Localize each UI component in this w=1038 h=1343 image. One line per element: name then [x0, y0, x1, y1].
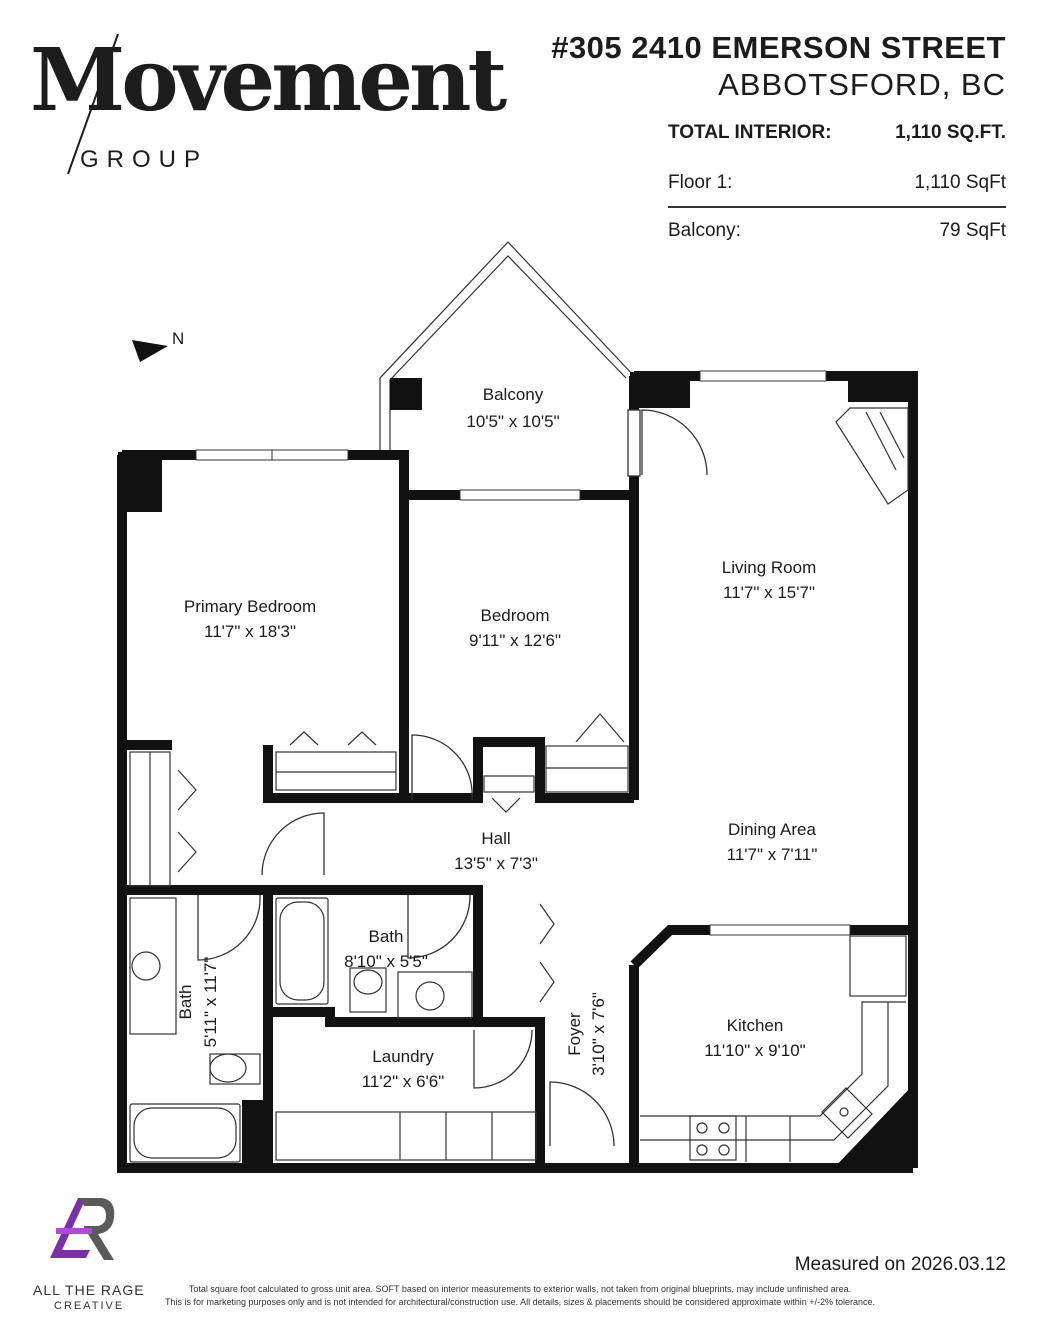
- room-laundry-dims: 11'2" x 6'6": [362, 1072, 445, 1091]
- room-dining-dims: 11'7" x 7'11": [727, 845, 818, 864]
- room-dining-name: Dining Area: [728, 820, 816, 839]
- room-bath-dims: 8'10" x 5'5": [344, 952, 428, 971]
- windows: [195, 370, 851, 936]
- room-hall-dims: 13'5" x 7'3": [454, 854, 538, 873]
- total-interior-label: TOTAL INTERIOR:: [668, 122, 832, 143]
- logo-slash: [67, 34, 119, 174]
- disclaimer-line-1: Total square foot calculated to gross un…: [188, 1284, 852, 1294]
- room-bedroom-name: Bedroom: [481, 606, 550, 625]
- compass: N: [132, 329, 184, 362]
- room-hall-name: Hall: [481, 829, 510, 848]
- room-laundry-name: Laundry: [372, 1047, 434, 1066]
- room-bath-name: Bath: [369, 927, 404, 946]
- room-living-dims: 11'7" x 15'7": [723, 583, 815, 602]
- room-bedroom-dims: 9'11" x 12'6": [469, 631, 561, 650]
- compass-arrow-icon: [132, 340, 168, 362]
- kitchen-counters: [640, 935, 907, 1162]
- creator-sub: CREATIVE: [54, 1300, 125, 1312]
- room-bath2-dims: 5'11" x 11'7": [201, 957, 220, 1048]
- summary-divider: [668, 206, 1006, 208]
- room-kitchen-dims: 11'10" x 9'10": [704, 1041, 805, 1060]
- doors: [197, 409, 708, 1147]
- address-line-2: ABBOTSFORD, BC: [718, 67, 1006, 102]
- brand-group: GROUP: [80, 146, 209, 173]
- total-interior-row: TOTAL INTERIOR: 1,110 SQ.FT.: [668, 122, 1006, 144]
- room-primary-bedroom-dims: 11'7" x 18'3": [204, 622, 296, 641]
- floor-1-row: Floor 1: 1,110 SqFt: [668, 172, 1006, 194]
- creator-name: ALL THE RAGE: [33, 1282, 145, 1298]
- room-foyer-dims: 3'10" x 7'6": [589, 992, 608, 1076]
- room-labels: Balcony 10'5" x 10'5" Living Room 11'7" …: [176, 385, 817, 1091]
- measured-date: Measured on 2026.03.12: [794, 1254, 1006, 1275]
- closets: [129, 713, 629, 1003]
- balcony-area-label: Balcony:: [668, 220, 741, 241]
- disclaimer-line-2: This is for marketing purposes only and …: [164, 1297, 876, 1307]
- balcony-area-value: 79 SqFt: [939, 220, 1006, 241]
- address-line-1: #305 2410 EMERSON STREET: [551, 30, 1006, 65]
- brand-logo: Movement: [30, 30, 507, 131]
- room-kitchen-name: Kitchen: [727, 1016, 784, 1035]
- wall-corner: [242, 1100, 272, 1170]
- room-balcony-name: Balcony: [483, 385, 544, 404]
- floor-1-value: 1,110 SqFt: [914, 172, 1006, 193]
- room-balcony-dims: 10'5" x 10'5": [466, 412, 559, 431]
- total-interior-value: 1,110 SQ.FT.: [895, 122, 1006, 143]
- disclaimer: Total square foot calculated to gross un…: [150, 1283, 890, 1309]
- floor-1-label: Floor 1:: [668, 172, 733, 193]
- fixtures: [129, 897, 537, 1163]
- creator-logo-icon: [50, 1198, 115, 1260]
- balcony-row: Balcony: 79 SqFt: [668, 220, 1006, 242]
- compass-label: N: [172, 329, 184, 348]
- room-living-name: Living Room: [722, 558, 817, 577]
- fireplace: [835, 407, 909, 505]
- room-foyer-name: Foyer: [565, 1012, 584, 1056]
- wall-corner: [848, 372, 918, 402]
- wall-corner: [630, 372, 690, 408]
- room-bath2-name: Bath: [176, 985, 195, 1020]
- room-primary-bedroom-name: Primary Bedroom: [184, 597, 316, 616]
- balcony-outline: [379, 241, 635, 452]
- wall-corner: [830, 1085, 913, 1172]
- wall-corner: [118, 452, 162, 512]
- balcony-post: [390, 378, 422, 410]
